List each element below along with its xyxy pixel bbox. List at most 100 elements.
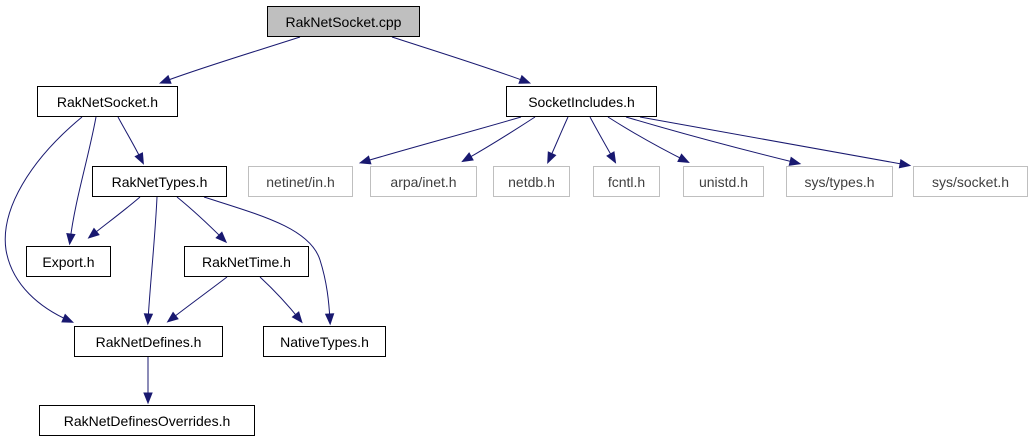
edge-raknetdefines-h-to-raknetdefinesoverrides-h xyxy=(143,357,153,405)
edge-root-to-socketincludes-h xyxy=(391,36,532,84)
node-box xyxy=(248,166,353,197)
edge-line xyxy=(259,276,301,321)
edge-root-to-raknetsocket-h xyxy=(158,36,301,84)
node-label: NativeTypes.h xyxy=(280,334,369,350)
node-box xyxy=(370,166,477,197)
arrowhead-icon xyxy=(166,311,179,323)
edge-line xyxy=(117,116,143,162)
edge-line xyxy=(162,36,301,83)
node-box xyxy=(37,86,178,117)
edge-raknettime-h-to-raknetdefines-h xyxy=(166,276,228,323)
arrowhead-icon xyxy=(547,151,557,164)
node-sys-types-h: sys/types.h xyxy=(786,166,893,197)
arrowhead-icon xyxy=(324,313,335,326)
edge-line xyxy=(625,116,798,164)
edge-socketincludes-h-to-fcntl-h xyxy=(589,116,617,164)
node-label: RakNetTypes.h xyxy=(112,174,208,190)
node-label: arpa/inet.h xyxy=(390,174,456,190)
node-nativetypes-h[interactable]: NativeTypes.h xyxy=(263,326,386,357)
node-label: SocketIncludes.h xyxy=(528,94,635,110)
node-label: sys/socket.h xyxy=(932,174,1009,190)
node-label: netinet/in.h xyxy=(266,174,335,190)
edge-socketincludes-h-to-arpa-inet-h xyxy=(461,116,536,163)
node-box xyxy=(39,405,255,436)
arrowhead-icon xyxy=(61,313,74,323)
edge-line xyxy=(464,116,536,161)
node-raknettypes-h[interactable]: RakNetTypes.h xyxy=(92,166,227,197)
node-box xyxy=(786,166,893,197)
node-label: sys/types.h xyxy=(804,174,874,190)
node-box xyxy=(593,166,660,197)
node-netdb-h: netdb.h xyxy=(493,166,570,197)
node-box xyxy=(74,326,223,357)
arrowhead-icon xyxy=(291,311,303,324)
node-raknetdefines-h[interactable]: RakNetDefines.h xyxy=(74,326,223,357)
node-fcntl-h: fcntl.h xyxy=(593,166,660,197)
node-box xyxy=(913,166,1028,197)
edge-line xyxy=(607,116,687,162)
node-sys-socket-h: sys/socket.h xyxy=(913,166,1028,197)
node-export-h[interactable]: Export.h xyxy=(26,246,111,277)
edge-raknettypes-h-to-export-h xyxy=(87,196,141,239)
arrowhead-icon xyxy=(87,227,100,239)
arrowhead-icon xyxy=(518,74,532,84)
edge-socketincludes-h-to-netdb-h xyxy=(547,116,569,164)
node-socketincludes-h[interactable]: SocketIncludes.h xyxy=(506,86,657,117)
node-label: Export.h xyxy=(42,254,94,270)
node-box xyxy=(267,6,420,37)
edge-socketincludes-h-to-unistd-h xyxy=(607,116,690,163)
arrowhead-icon xyxy=(66,232,76,246)
edge-raknettime-h-to-nativetypes-h xyxy=(259,276,303,324)
edge-raknettypes-h-to-nativetypes-h xyxy=(203,196,335,326)
edge-line xyxy=(147,196,158,322)
arrowhead-icon xyxy=(788,156,802,166)
edge-line xyxy=(391,36,528,83)
edge-socketincludes-h-to-sys-socket-h xyxy=(639,116,912,169)
node-raknettime-h[interactable]: RakNetTime.h xyxy=(184,246,309,277)
edge-line xyxy=(169,276,228,321)
node-box xyxy=(92,166,227,197)
edge-line xyxy=(4,116,83,322)
arrowhead-icon xyxy=(677,153,690,163)
edges-layer xyxy=(4,36,912,405)
arrowhead-icon xyxy=(215,231,228,244)
edge-raknetsocket-h-to-export-h xyxy=(66,116,97,246)
node-raknetsocket-h[interactable]: RakNetSocket.h xyxy=(37,86,178,117)
arrowhead-icon xyxy=(898,158,912,169)
node-arpa-inet-h: arpa/inet.h xyxy=(370,166,477,197)
node-box xyxy=(263,326,386,357)
node-label: RakNetDefines.h xyxy=(96,334,202,350)
arrowhead-icon xyxy=(606,151,617,164)
arrowhead-icon xyxy=(143,392,153,405)
arrowhead-icon xyxy=(134,152,144,165)
edge-line xyxy=(362,116,522,163)
node-label: RakNetDefinesOverrides.h xyxy=(64,413,231,429)
node-unistd-h: unistd.h xyxy=(683,166,764,197)
edge-line xyxy=(176,196,225,241)
edge-raknettypes-h-to-raknettime-h xyxy=(176,196,228,244)
node-root[interactable]: RakNetSocket.cpp xyxy=(267,6,420,37)
edge-line xyxy=(203,196,331,322)
edge-raknetsocket-h-to-raknetdefines-h xyxy=(4,116,83,323)
node-label: fcntl.h xyxy=(608,174,645,190)
edge-line xyxy=(90,196,141,237)
node-label: netdb.h xyxy=(508,174,555,190)
edge-raknettypes-h-to-raknetdefines-h xyxy=(143,196,158,326)
node-box xyxy=(683,166,764,197)
arrowhead-icon xyxy=(158,74,172,84)
node-label: RakNetTime.h xyxy=(202,254,291,270)
edge-line xyxy=(639,116,908,166)
node-label: RakNetSocket.cpp xyxy=(286,14,402,30)
arrowhead-icon xyxy=(461,152,474,163)
node-box xyxy=(26,246,111,277)
node-netinet-in-h: netinet/in.h xyxy=(248,166,353,197)
node-box xyxy=(493,166,570,197)
edge-line xyxy=(69,116,97,242)
edge-raknetsocket-h-to-raknettypes-h xyxy=(117,116,144,165)
node-box xyxy=(184,246,309,277)
node-label: unistd.h xyxy=(699,174,748,190)
arrowhead-icon xyxy=(358,155,372,165)
node-box xyxy=(506,86,657,117)
node-raknetdefinesoverrides-h[interactable]: RakNetDefinesOverrides.h xyxy=(39,405,255,436)
